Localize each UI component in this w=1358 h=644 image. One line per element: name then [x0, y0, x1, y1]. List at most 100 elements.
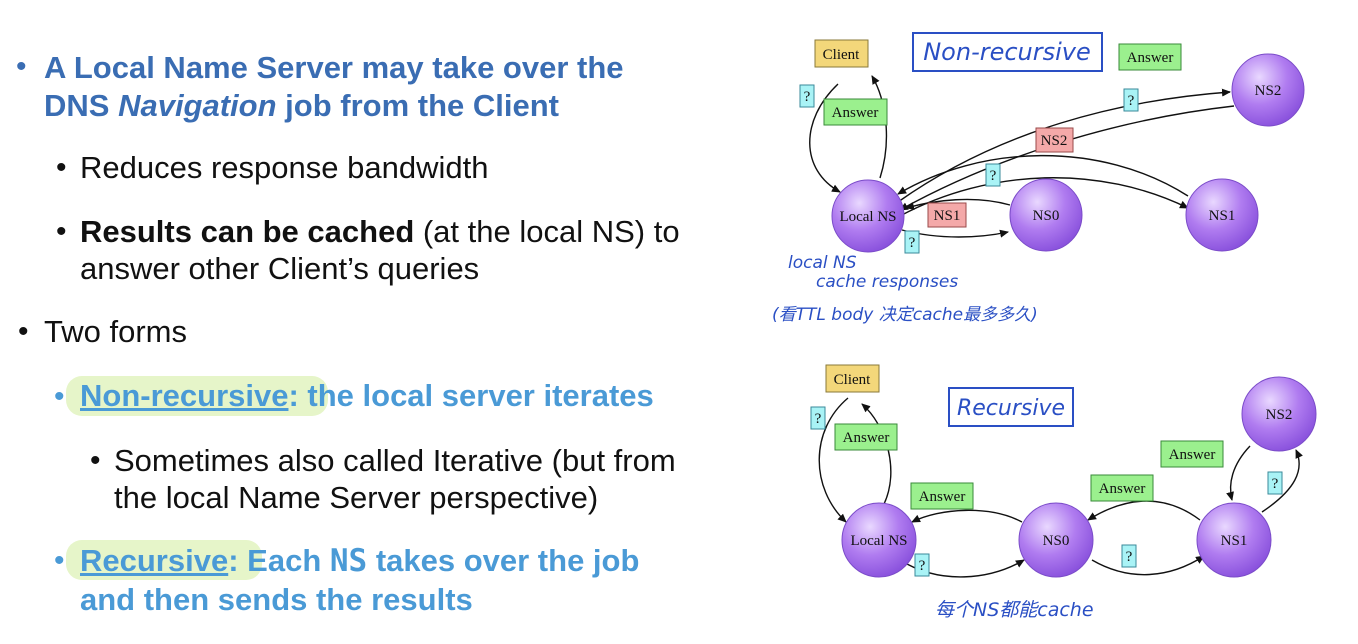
bullet-dot: •	[56, 151, 67, 184]
bullet-dot: •	[18, 315, 29, 348]
answer-label-client: Answer	[832, 105, 879, 121]
bullet-2a: Non-recursive: the local server iterates	[80, 378, 654, 414]
non-recursive-diagram: Non-recursive Local NS NS0 NS1 NS2 Clien…	[772, 32, 1305, 325]
query-box-client	[810, 406, 826, 430]
query-label: ?	[815, 411, 822, 427]
ns1-referral-box	[927, 202, 967, 228]
arrow-local-to-ns1	[899, 177, 1189, 217]
query-label: ?	[909, 235, 916, 251]
query-label: ?	[990, 168, 997, 184]
answer-box-client	[823, 98, 888, 126]
note-local-ns: local NS	[788, 253, 857, 273]
answer-label-local: Answer	[919, 489, 966, 505]
node-ns1-label: NS1	[1221, 533, 1248, 549]
query-box-ns2	[1123, 88, 1139, 112]
node-ns0-label: NS0	[1043, 533, 1070, 549]
bullet-2b-line-2: and then sends the results	[80, 582, 473, 617]
bullet-dot: •	[56, 215, 67, 248]
bullet-2a1-line-2: the local Name Server perspective)	[114, 480, 599, 515]
node-ns2-label: NS2	[1266, 407, 1293, 423]
answer-box-ns1	[1160, 440, 1224, 468]
node-ns1	[1196, 502, 1272, 578]
bullet-2b-pre: Each	[238, 543, 330, 578]
node-ns0-label: NS0	[1033, 208, 1060, 224]
answer-label-ns0: Answer	[1099, 481, 1146, 497]
node-ns2	[1231, 53, 1305, 127]
answer-box-client	[834, 423, 898, 451]
term-colon: :	[228, 543, 239, 578]
bullet-2a1-line-1: Sometimes also called Iterative (but fro…	[114, 443, 676, 478]
highlight-recursive	[66, 540, 262, 580]
query-box-ns1	[1121, 544, 1137, 568]
query-box-ns1	[985, 163, 1001, 187]
bullet-1b-line-2: answer other Client’s queries	[80, 251, 480, 286]
bullet-dot: •	[54, 544, 65, 577]
bullet-1b-bold: Results can be cached	[80, 214, 415, 249]
ns1-referral-label: NS1	[934, 208, 961, 224]
term-recursive: Recursive	[80, 543, 229, 578]
node-ns1	[1185, 178, 1259, 252]
answer-box-ns2	[1118, 43, 1182, 71]
bullet-1b-rest: (at the local NS) to	[414, 214, 680, 249]
ns2-referral-label: NS2	[1041, 133, 1068, 149]
bullet-1-pre: DNS	[44, 88, 119, 123]
bullet-dot: •	[90, 444, 101, 477]
note-ttl: (看TTL body 决定cache最多多久)	[772, 305, 1038, 325]
bullet-2b-post: takes over the job	[367, 543, 640, 578]
arrow-local-to-client	[871, 75, 888, 179]
query-label: ?	[1128, 93, 1135, 109]
arrow-local-to-ns2	[897, 88, 1231, 203]
title-recursive: Recursive	[957, 396, 1065, 421]
client-box	[825, 364, 880, 393]
note-every-ns-cache: 每个NS都能cache	[935, 599, 1094, 621]
bullet-1-post: job from the Client	[276, 88, 559, 123]
answer-label-ns2: Answer	[1127, 50, 1174, 66]
node-local-ns	[831, 179, 905, 253]
node-ns1-label: NS1	[1209, 208, 1236, 224]
title-box-recursive	[948, 387, 1074, 427]
bullet-1a: Reduces response bandwidth	[80, 150, 489, 185]
node-ns2	[1241, 376, 1317, 452]
bullet-2a-rest: the local server iterates	[298, 378, 654, 413]
bullet-dot: •	[54, 380, 65, 413]
bullet-1-emphasis: Navigation	[118, 88, 277, 123]
query-label: ?	[1272, 476, 1279, 492]
title-non-recursive: Non-recursive	[923, 38, 1091, 66]
bullet-list: • A Local Name Server may take over the …	[16, 50, 680, 617]
query-label: ?	[804, 89, 811, 105]
bullet-1-line-1: A Local Name Server may take over the	[44, 50, 624, 85]
bullet-2: Two forms	[44, 314, 187, 349]
arrow-ns0-to-local	[911, 509, 1023, 523]
bullet-1-line-2: DNS Navigation job from the Client	[44, 88, 559, 124]
query-box-client	[799, 84, 815, 108]
arrow-ns0-to-ns1	[1091, 555, 1205, 576]
client-label: Client	[823, 47, 860, 63]
query-box-ns2	[1267, 471, 1283, 495]
node-local-ns	[841, 502, 917, 578]
bullet-1b-line-1: Results can be cached (at the local NS) …	[80, 214, 680, 250]
node-ns0	[1009, 178, 1083, 252]
arrow-client-to-local	[818, 397, 849, 523]
client-box	[814, 39, 869, 68]
arrow-client-to-local	[809, 83, 841, 193]
node-local-ns-label: Local NS	[839, 209, 896, 225]
node-local-ns-label: Local NS	[850, 533, 907, 549]
term-colon: :	[288, 378, 299, 413]
bullet-dot: •	[16, 50, 27, 83]
query-label: ?	[1126, 549, 1133, 565]
query-box-ns0	[904, 230, 920, 254]
title-box-non-recursive	[912, 32, 1103, 72]
term-non-recursive: Non-recursive	[80, 378, 289, 413]
arrow-ns1-to-ns2	[1261, 449, 1303, 513]
bullet-2b-line-1: Recursive: Each NS takes over the job	[80, 543, 639, 579]
node-ns2-label: NS2	[1255, 83, 1282, 99]
node-ns0	[1018, 502, 1094, 578]
note-cache-responses: cache responses	[816, 272, 958, 292]
client-label: Client	[834, 372, 871, 388]
arrow-local-to-client	[861, 403, 892, 505]
arrow-local-to-ns0	[899, 559, 1025, 578]
arrow-ns1-to-local	[897, 154, 1189, 197]
query-box-ns0	[914, 553, 930, 577]
